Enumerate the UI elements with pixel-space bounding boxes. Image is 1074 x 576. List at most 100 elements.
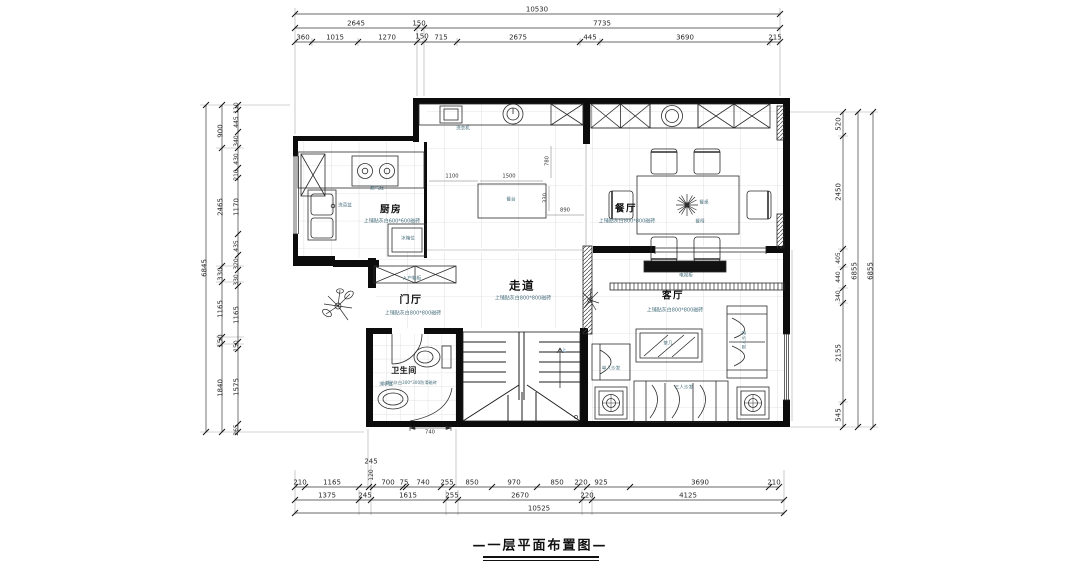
room-label-living: 客厅	[661, 290, 685, 302]
dim-bottom: 3690	[691, 478, 709, 487]
round-decor-icon	[661, 105, 683, 127]
label-sink: 洗菜盆	[338, 203, 352, 209]
tv-cabinet-icon	[643, 260, 727, 273]
plan-dim-lines	[429, 146, 584, 216]
dim-left: 900	[216, 124, 225, 138]
room-label-corridor: 走道	[509, 278, 535, 293]
dim-bottom: 850	[465, 478, 479, 487]
kitchen-fixtures	[297, 151, 427, 257]
kitchen-counter	[297, 151, 425, 189]
label-stair-up: 上	[561, 348, 567, 354]
title-dash-left: —	[472, 538, 488, 554]
dim-bottom: 210	[293, 478, 307, 487]
stair-treads-right	[539, 341, 580, 383]
dim-left: 2465	[216, 198, 225, 216]
label-basin: 洗手盆	[379, 382, 393, 388]
label-tea-table: 茶几	[663, 341, 673, 347]
hatched-piers	[582, 105, 785, 335]
dim-left: 110	[233, 102, 240, 114]
side-table-left	[594, 386, 628, 420]
dim-bottom-total: 10525	[527, 504, 551, 513]
plants	[322, 288, 600, 321]
dim-top-total: 10530	[525, 5, 549, 14]
cabinet-x	[550, 103, 584, 126]
living-window	[783, 333, 790, 401]
dim-right: 340	[835, 290, 842, 302]
label-fridge: 冰箱位	[401, 236, 415, 242]
plan-dim: 740	[425, 429, 435, 436]
dim-bottom: 75	[399, 478, 409, 487]
room-note-foyer: 上铺贴灰白800*800磁砖	[384, 310, 442, 317]
plan-dim: 1500	[502, 173, 516, 180]
dim-left: 430	[233, 153, 240, 165]
dim-left-total: 6845	[200, 259, 209, 277]
room-label-bathroom: 卫生间	[391, 366, 417, 375]
dim-top: 150	[415, 32, 429, 41]
room-note-living: 上铺贴灰白800*800磁砖	[646, 307, 704, 314]
dim-left: 1165	[216, 300, 225, 318]
dim-right: 440	[835, 271, 842, 283]
dim-top: 1015	[326, 33, 344, 42]
windows	[293, 144, 793, 421]
drawing-title: —一层平面布置图—	[472, 540, 607, 553]
dim-top: 715	[434, 33, 448, 42]
stair-rail	[518, 332, 525, 400]
room-label-kitchen: 厨房	[379, 204, 403, 216]
label-dining-chair: 餐椅	[695, 219, 705, 225]
dim-right-mid: 6855	[850, 262, 859, 280]
basin-icon	[377, 388, 409, 410]
title-underline-2	[483, 560, 599, 561]
dim-bottom: 220	[574, 478, 588, 487]
bathroom-door	[391, 333, 423, 365]
label-dining-table: 餐桌	[699, 200, 709, 206]
dim-right-total: 6855	[866, 262, 875, 280]
dim-right: 2155	[834, 344, 843, 362]
dim-left: 1840	[216, 379, 225, 397]
foyer-fixtures	[373, 265, 457, 284]
dim-right: 405	[835, 252, 842, 264]
dim-bottom: 245	[358, 491, 372, 500]
label-sofa-two: 双人沙发	[742, 330, 748, 350]
corner-cabinet	[300, 153, 326, 197]
dining-table-icon	[636, 175, 740, 235]
dim-top: 445	[583, 33, 597, 42]
cased-opening	[654, 246, 767, 254]
dim-bottom: 970	[507, 478, 521, 487]
dimension-ticks	[202, 10, 877, 517]
dim-left: 445	[233, 116, 240, 128]
center-room-fixtures	[418, 103, 584, 219]
label-stove: 燃气灶	[370, 186, 384, 192]
dim-left: 1575	[232, 378, 241, 396]
table-centerpiece	[676, 194, 698, 216]
island-table	[477, 183, 547, 219]
small-appliance-icon	[439, 105, 463, 124]
dim-top: 215	[768, 33, 782, 42]
sofa-three-seat	[633, 380, 729, 423]
title-underline-1	[483, 556, 599, 558]
bathroom-fixtures	[377, 333, 453, 431]
dim-bottom: 1615	[399, 491, 417, 500]
plant-corridor	[582, 288, 600, 311]
dim-bottom: 925	[594, 478, 608, 487]
dim-left: 150	[216, 334, 225, 348]
dim-bottom-small: 120	[368, 469, 375, 481]
dim-left: 435	[233, 240, 240, 252]
dim-left: 210	[233, 169, 240, 181]
stair-treads-left	[463, 341, 506, 383]
label-sofa-three: 三人沙发	[674, 385, 694, 391]
dim-top: 150	[412, 19, 426, 28]
dim-top: 1270	[378, 33, 396, 42]
dim-bottom: 1375	[318, 491, 336, 500]
label-washer: 洗衣机	[456, 126, 470, 132]
dim-bottom: 220	[580, 491, 594, 500]
sofa-one-seat	[591, 343, 631, 381]
stair-break-lines	[462, 384, 581, 422]
dim-left: 340	[233, 135, 240, 147]
stair-winders	[507, 392, 537, 421]
stove-icon	[351, 155, 399, 187]
coffee-table-icon	[635, 328, 703, 363]
title-dash-right: —	[592, 538, 608, 554]
dim-left: 320	[233, 258, 240, 270]
dim-top: 3690	[676, 33, 694, 42]
